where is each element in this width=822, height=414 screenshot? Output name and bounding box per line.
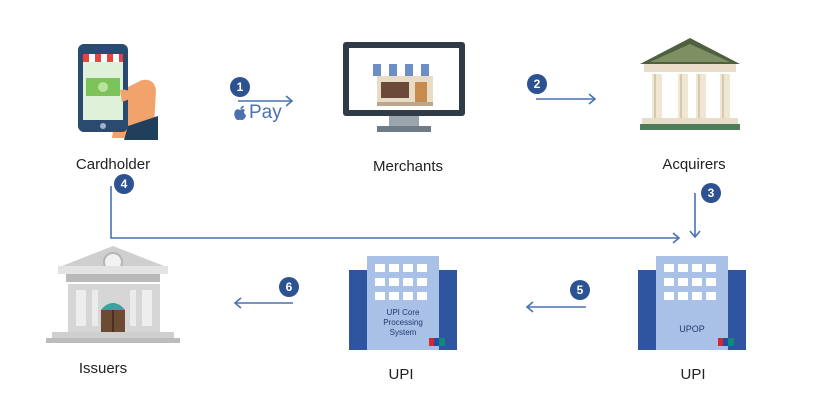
step-badge-6: 6 [279,277,299,297]
bank-columns-icon [640,38,740,132]
step-badge-5: 5 [570,280,590,300]
cardholder-label: Cardholder [75,156,151,173]
pay-text: Pay [249,102,282,123]
upop-building-label: UPI [680,366,706,383]
upi-label: UPI [388,366,414,383]
storefront-monitor-icon [343,42,465,134]
step-badge-2: 2 [527,74,547,94]
upop-text: UPOP [679,324,705,334]
phone-payment-icon [72,40,164,140]
upi-core-text: UPI Core Processing System [383,308,423,337]
step-badge-1: 1 [230,77,250,97]
issuers-label: Issuers [78,360,128,377]
apple-logo-icon [233,105,247,121]
step-badge-3: 3 [701,183,721,203]
office-building-icon [349,256,457,350]
apple-pay-mark: Pay [233,102,282,124]
office-building-icon [638,256,746,350]
acquirers-label: Acquirers [662,156,726,173]
bank-building-icon [46,244,180,344]
step-badge-4: 4 [114,174,134,194]
merchants-label: Merchants [372,158,444,175]
